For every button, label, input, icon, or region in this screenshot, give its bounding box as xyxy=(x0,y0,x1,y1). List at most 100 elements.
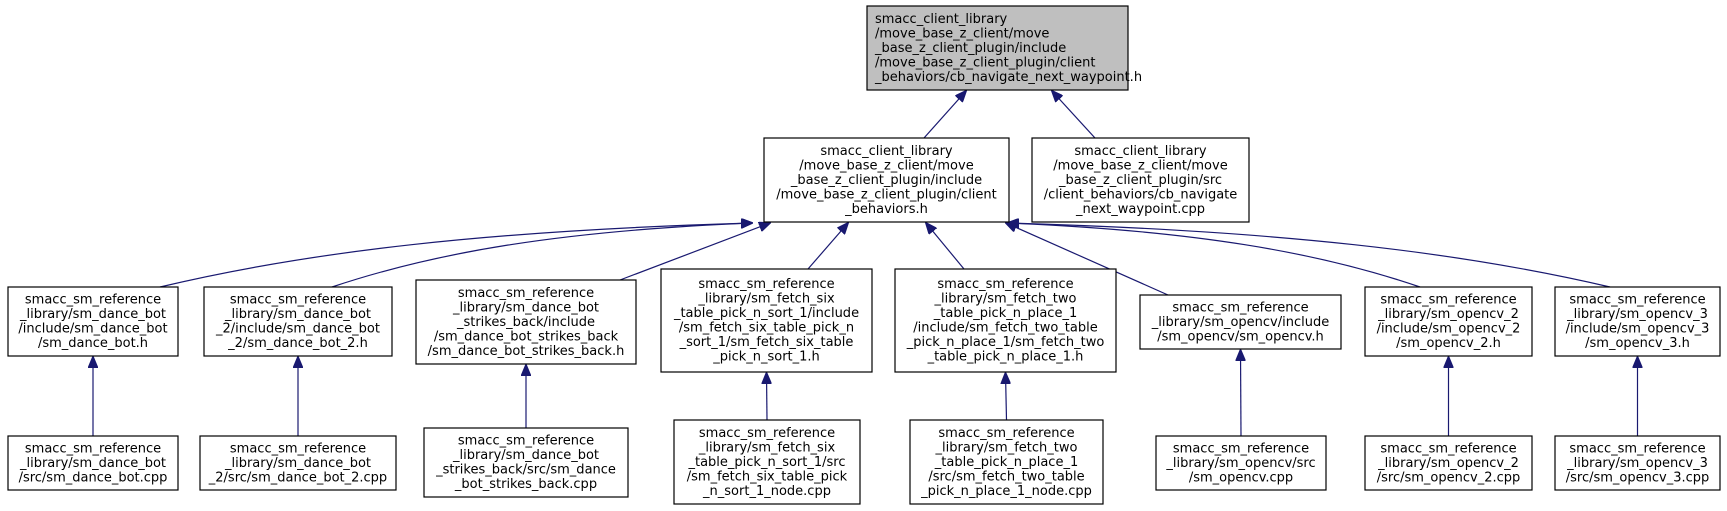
node-label-line: _library/sm_dance_bot xyxy=(19,307,166,322)
node-label-line: _library/sm_opencv_3 xyxy=(1566,307,1708,322)
node-box xyxy=(203,286,393,357)
node-label-line: smacc_sm_reference xyxy=(1569,293,1705,308)
node-label-line: /include/sm_fetch_two_table xyxy=(913,321,1097,336)
node-label-line: /move_base_z_client_plugin/client xyxy=(875,55,1096,70)
node-label-line: _table_pick_n_place_1 xyxy=(933,306,1077,321)
node-label-line: /move_base_z_client/move xyxy=(875,26,1049,41)
node-sm_opencv_cpp[interactable]: smacc_sm_reference_library/sm_opencv/src… xyxy=(1155,435,1327,491)
node-label-line: _base_z_client_plugin/include xyxy=(874,41,1066,56)
node-label-line: /sm_dance_bot_strikes_back xyxy=(434,329,619,344)
node-sm_opencv_2_h[interactable]: smacc_sm_reference_library/sm_opencv_2/i… xyxy=(1364,286,1533,357)
node-label-line: smacc_sm_reference xyxy=(1172,300,1308,315)
node-label-line: smacc_sm_reference xyxy=(698,277,834,292)
node-label-line: smacc_sm_reference xyxy=(938,426,1074,441)
node-box xyxy=(660,268,873,373)
edge-sm_fetch_two_h-to-client_behaviors_h xyxy=(926,223,965,270)
node-label-line: /sm_dance_bot_strikes_back.h xyxy=(428,344,625,359)
node-label-line: _table_pick_n_place_1 xyxy=(934,455,1078,470)
node-label-line: _library/sm_dance_bot xyxy=(224,456,371,471)
node-label-line: /sm_opencv/sm_opencv.h xyxy=(1157,329,1324,344)
edge-sm_opencv_h-to-client_behaviors_h xyxy=(1006,223,1169,296)
node-sm_dance_bot_2_cpp[interactable]: smacc_sm_reference_library/sm_dance_bot_… xyxy=(199,435,397,491)
node-sm_dance_bot_2_h[interactable]: smacc_sm_reference_library/sm_dance_bot_… xyxy=(203,286,393,357)
node-label-line: _2/src/sm_dance_bot_2.cpp xyxy=(208,470,387,485)
node-label-line: _pick_n_place_1/sm_fetch_two xyxy=(906,335,1105,350)
node-cb_navigate_cpp[interactable]: smacc_client_library/move_base_z_client/… xyxy=(1031,137,1250,223)
node-sm_dance_bot_strikes_back_cpp[interactable]: smacc_sm_reference_library/sm_dance_bot_… xyxy=(423,427,629,498)
node-label-line: _bot_strikes_back.cpp xyxy=(454,477,597,492)
node-sm_fetch_six_h[interactable]: smacc_sm_reference_library/sm_fetch_six_… xyxy=(660,268,873,373)
node-box xyxy=(1031,137,1250,223)
node-box xyxy=(1139,294,1342,350)
node-sm_opencv_2_cpp[interactable]: smacc_sm_reference_library/sm_opencv_2/s… xyxy=(1364,435,1533,491)
node-label-line: _behaviors.h xyxy=(844,202,928,217)
node-label-line: _library/sm_dance_bot xyxy=(224,307,371,322)
node-label-line: smacc_sm_reference xyxy=(1569,441,1705,456)
edge-sm_fetch_six_h-to-client_behaviors_h xyxy=(807,223,848,270)
edge-sm_opencv_2_h-to-client_behaviors_h xyxy=(1008,223,1421,288)
node-label-line: smacc_sm_reference xyxy=(937,277,1073,292)
node-sm_opencv_3_h[interactable]: smacc_sm_reference_library/sm_opencv_3/i… xyxy=(1554,286,1721,357)
node-client_behaviors_h[interactable]: smacc_client_library/move_base_z_client/… xyxy=(763,137,1010,223)
node-label-line: smacc_sm_reference xyxy=(1380,293,1516,308)
node-box xyxy=(7,286,179,357)
edge-sm_opencv_3_h-to-client_behaviors_h xyxy=(1008,223,1611,288)
node-sm_dance_bot_strikes_back_h[interactable]: smacc_sm_reference_library/sm_dance_bot_… xyxy=(415,279,637,365)
node-label-line: _behaviors/cb_navigate_next_waypoint.h xyxy=(874,70,1142,85)
node-sm_dance_bot_h[interactable]: smacc_sm_reference_library/sm_dance_bot /… xyxy=(7,286,179,357)
node-label-line: _pick_n_place_1_node.cpp xyxy=(920,484,1092,499)
edge-sm_fetch_two_cpp-to-sm_fetch_two_h xyxy=(1006,373,1007,421)
node-sm_fetch_two_cpp[interactable]: smacc_sm_reference_library/sm_fetch_two_… xyxy=(909,419,1104,505)
edge-sm_fetch_six_cpp-to-sm_fetch_six_h xyxy=(767,373,768,421)
node-label-line: /sm_fetch_six_table_pick_n xyxy=(679,321,854,336)
node-label-line: smacc_sm_reference xyxy=(230,441,366,456)
node-label-line: _table_pick_n_sort_1/src xyxy=(687,455,845,470)
node-sm_fetch_six_cpp[interactable]: smacc_sm_reference_library/sm_fetch_six_… xyxy=(673,419,861,505)
node-box xyxy=(415,279,637,365)
node-label-line: _sort_1/sm_fetch_six_table xyxy=(679,335,854,350)
node-label-line: _strikes_back/src/sm_dance xyxy=(435,463,616,478)
node-label-line: /sm_fetch_six_table_pick xyxy=(687,469,848,484)
node-sm_fetch_two_h[interactable]: smacc_sm_reference_library/sm_fetch_two_… xyxy=(894,268,1117,373)
node-label-line: smacc_sm_reference xyxy=(1173,441,1309,456)
edge-sm_dance_bot_2_h-to-client_behaviors_h xyxy=(331,223,752,288)
node-label-line: smacc_sm_reference xyxy=(458,286,594,301)
node-label-line: /include/sm_opencv_3 xyxy=(1566,322,1710,337)
node-label-line: _library/sm_fetch_six xyxy=(698,440,836,455)
node-root: smacc_client_library/move_base_z_client/… xyxy=(866,5,1142,91)
edge-cb_navigate_cpp-to-root xyxy=(1052,91,1096,139)
node-sm_dance_bot_cpp[interactable]: smacc_sm_reference_library/sm_dance_bot/… xyxy=(7,435,179,491)
node-box xyxy=(894,268,1117,373)
edges-layer xyxy=(93,91,1638,437)
node-label-line: /sm_opencv.cpp xyxy=(1189,470,1293,485)
node-label-line: smacc_client_library xyxy=(1074,144,1207,159)
node-label-line: smacc_sm_reference xyxy=(458,434,594,449)
node-label-line: _2/include/sm_dance_bot xyxy=(215,322,380,337)
node-box xyxy=(1364,286,1533,357)
edge-sm_dance_bot_h-to-client_behaviors_h xyxy=(159,223,752,288)
node-label-line: _strikes_back/include xyxy=(456,315,595,330)
node-label-line: _library/sm_opencv/include xyxy=(1151,315,1329,330)
node-label-line: smacc_client_library xyxy=(875,12,1008,27)
node-label-line: smacc_client_library xyxy=(820,144,953,159)
node-label-line: /src/sm_dance_bot.cpp xyxy=(19,470,168,485)
node-label-line: /client_behaviors/cb_navigate xyxy=(1044,187,1238,202)
node-label-line: /src/sm_fetch_two_table xyxy=(928,469,1084,484)
node-label-line: /move_base_z_client/move xyxy=(1053,158,1227,173)
node-label-line: _table_pick_n_sort_1/include xyxy=(673,306,859,321)
node-label-line: _library/sm_fetch_two xyxy=(935,440,1078,455)
node-sm_opencv_3_cpp[interactable]: smacc_sm_reference_library/sm_opencv_3/s… xyxy=(1554,435,1721,491)
node-box xyxy=(1554,286,1721,357)
node-box xyxy=(423,427,629,498)
node-sm_opencv_h[interactable]: smacc_sm_reference_library/sm_opencv/inc… xyxy=(1139,294,1342,350)
node-label-line: _library/sm_opencv/src xyxy=(1165,456,1315,471)
node-label-line: smacc_sm_reference xyxy=(699,426,835,441)
node-label-line: /sm_dance_bot.h xyxy=(38,336,148,351)
node-label-line: _2/sm_dance_bot_2.h xyxy=(227,336,368,351)
node-label-line: _library/sm_opencv_2 xyxy=(1377,307,1519,322)
node-label-line: smacc_sm_reference xyxy=(1380,441,1516,456)
node-label-line: smacc_sm_reference xyxy=(25,293,161,308)
node-box xyxy=(1155,435,1327,491)
node-label-line: _library/sm_fetch_six xyxy=(697,292,835,307)
node-label-line: _library/sm_dance_bot xyxy=(452,448,599,463)
